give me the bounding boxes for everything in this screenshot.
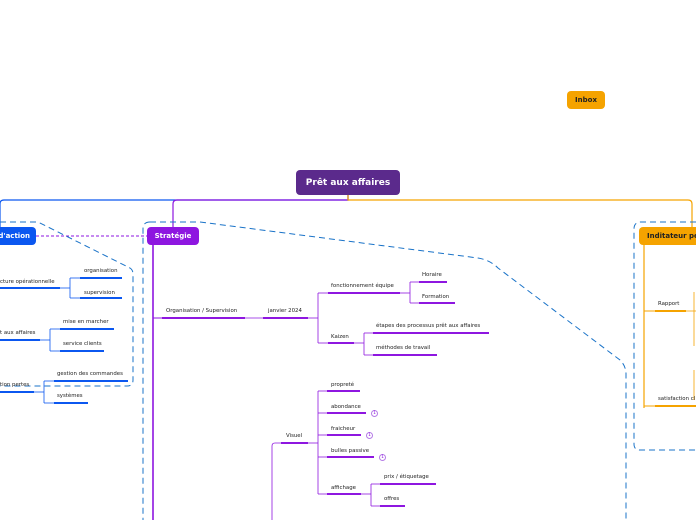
node-formation[interactable]: Formation [422, 294, 450, 300]
node-systemes[interactable]: systèmes [57, 393, 83, 399]
node-structure-operationnelle[interactable]: cture opérationnelle [0, 279, 55, 285]
topic-plan-action[interactable]: d'action [0, 227, 36, 245]
node-methodes-de-travail[interactable]: méthodes de travail [376, 345, 431, 351]
abondance-count-badge[interactable]: 1 [371, 410, 378, 417]
node-kaizen[interactable]: Kaizen [331, 334, 349, 340]
node-organisation[interactable]: organisation [84, 268, 118, 274]
node-pret-aux-affaires[interactable]: t aux affaires [0, 330, 36, 336]
fraicheur-count-badge[interactable]: 1 [366, 432, 373, 439]
node-gestion-pertes[interactable]: tion pertes [0, 382, 30, 388]
bulles-passive-count-badge[interactable]: 1 [379, 454, 386, 461]
node-service-clients[interactable]: service clients [63, 341, 102, 347]
node-etapes-processus[interactable]: étapes des processus prêt aux affaires [376, 323, 481, 329]
node-fraicheur[interactable]: fraicheur [331, 426, 356, 432]
topic-strategie[interactable]: Stratégie [147, 227, 199, 245]
node-fonctionnement-equipe[interactable]: fonctionnement équipe [331, 283, 394, 289]
node-supervision[interactable]: supervision [84, 290, 115, 296]
node-satisfaction-client[interactable]: satisfaction cl [658, 396, 696, 402]
node-affichage[interactable]: affichage [331, 485, 356, 491]
node-proprete[interactable]: propreté [331, 382, 355, 388]
node-mise-en-marcher[interactable]: mise en marcher [63, 319, 109, 325]
topic-indicateur[interactable]: Inditateur pe [639, 227, 696, 245]
node-visuel[interactable]: Visuel [286, 433, 303, 439]
node-organisation-supervision[interactable]: Organisation / Supervision [166, 308, 238, 314]
node-offres[interactable]: offres [384, 496, 400, 502]
node-janvier-2024[interactable]: janvier 2024 [268, 308, 302, 314]
node-bulles-passive[interactable]: bulles passive [331, 448, 370, 454]
node-abondance[interactable]: abondance [331, 404, 361, 410]
inbox-topic[interactable]: Inbox [567, 91, 605, 109]
root-topic[interactable]: Prêt aux affaires [296, 170, 400, 195]
node-prix-etiquetage[interactable]: prix / étiquetage [384, 474, 429, 480]
node-gestion-des-commandes[interactable]: gestion des commandes [57, 371, 123, 377]
node-rapport[interactable]: Rapport [658, 301, 680, 307]
node-horaire[interactable]: Horaire [422, 272, 442, 278]
